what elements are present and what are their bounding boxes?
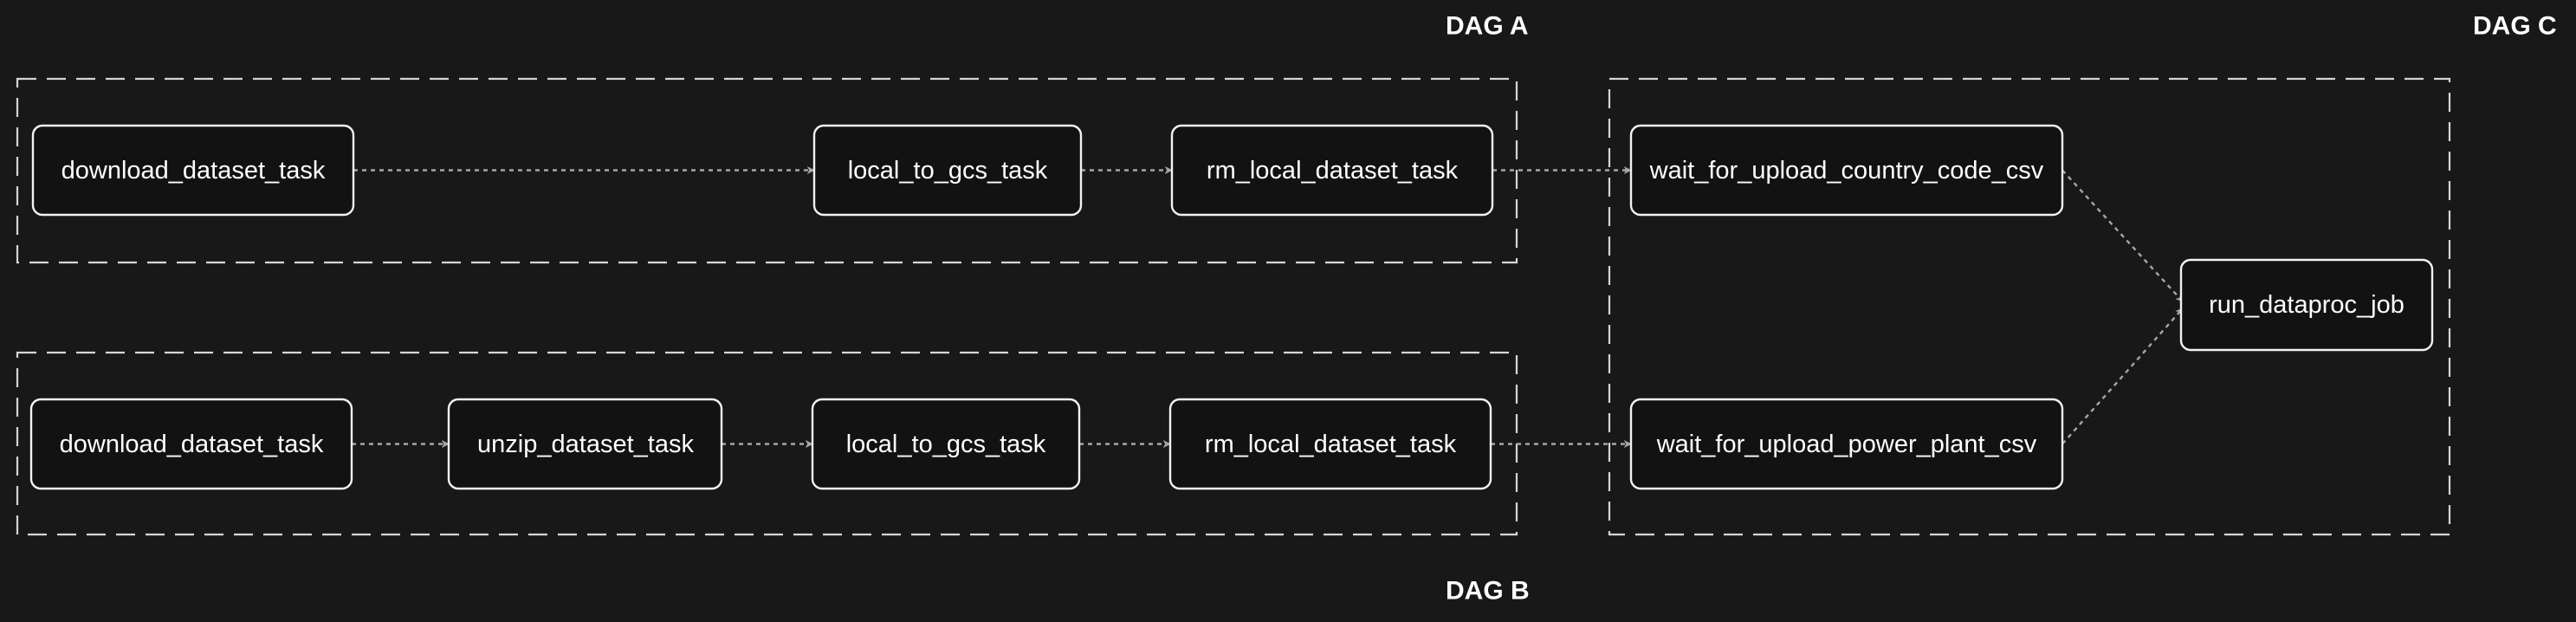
- task-node-download-dataset-b[interactable]: download_dataset_task: [29, 398, 353, 490]
- task-label: run_dataproc_job: [2209, 291, 2404, 319]
- dag-c-container: [1608, 77, 2451, 536]
- task-node-wait-for-upload-country-code-csv[interactable]: wait_for_upload_country_code_csv: [1629, 124, 2064, 217]
- task-node-local-to-gcs-b[interactable]: local_to_gcs_task: [811, 398, 1081, 490]
- task-node-wait-for-upload-power-plant-csv[interactable]: wait_for_upload_power_plant_csv: [1629, 398, 2064, 490]
- task-label: rm_local_dataset_task: [1205, 431, 1457, 458]
- task-label: unzip_dataset_task: [477, 431, 694, 458]
- task-node-rm-local-dataset-b[interactable]: rm_local_dataset_task: [1168, 398, 1492, 490]
- task-label: download_dataset_task: [61, 157, 326, 185]
- task-node-unzip-dataset-b[interactable]: unzip_dataset_task: [447, 398, 723, 490]
- edge-layer: [352, 166, 2184, 448]
- task-node-download-dataset-a[interactable]: download_dataset_task: [31, 124, 355, 217]
- dag-a-container: [16, 77, 1518, 264]
- dag-a-label: DAG A: [1446, 12, 1529, 41]
- task-node-rm-local-dataset-a[interactable]: rm_local_dataset_task: [1170, 124, 1494, 217]
- task-label: local_to_gcs_task: [848, 157, 1048, 185]
- dag-b-label: DAG B: [1446, 577, 1530, 606]
- edge-c-wait-country-to-c-run-dataproc: [2061, 169, 2184, 302]
- task-label: wait_for_upload_country_code_csv: [1649, 157, 2044, 185]
- task-label: local_to_gcs_task: [846, 431, 1046, 458]
- task-node-local-to-gcs-a[interactable]: local_to_gcs_task: [812, 124, 1083, 217]
- task-label: download_dataset_task: [60, 431, 324, 458]
- task-label: wait_for_upload_power_plant_csv: [1656, 431, 2037, 458]
- edge-c-wait-power-to-c-run-dataproc: [2061, 308, 2184, 445]
- task-node-run-dataproc-job[interactable]: run_dataproc_job: [2179, 258, 2434, 352]
- task-label: rm_local_dataset_task: [1207, 157, 1459, 185]
- dag-c-label: DAG C: [2473, 12, 2557, 41]
